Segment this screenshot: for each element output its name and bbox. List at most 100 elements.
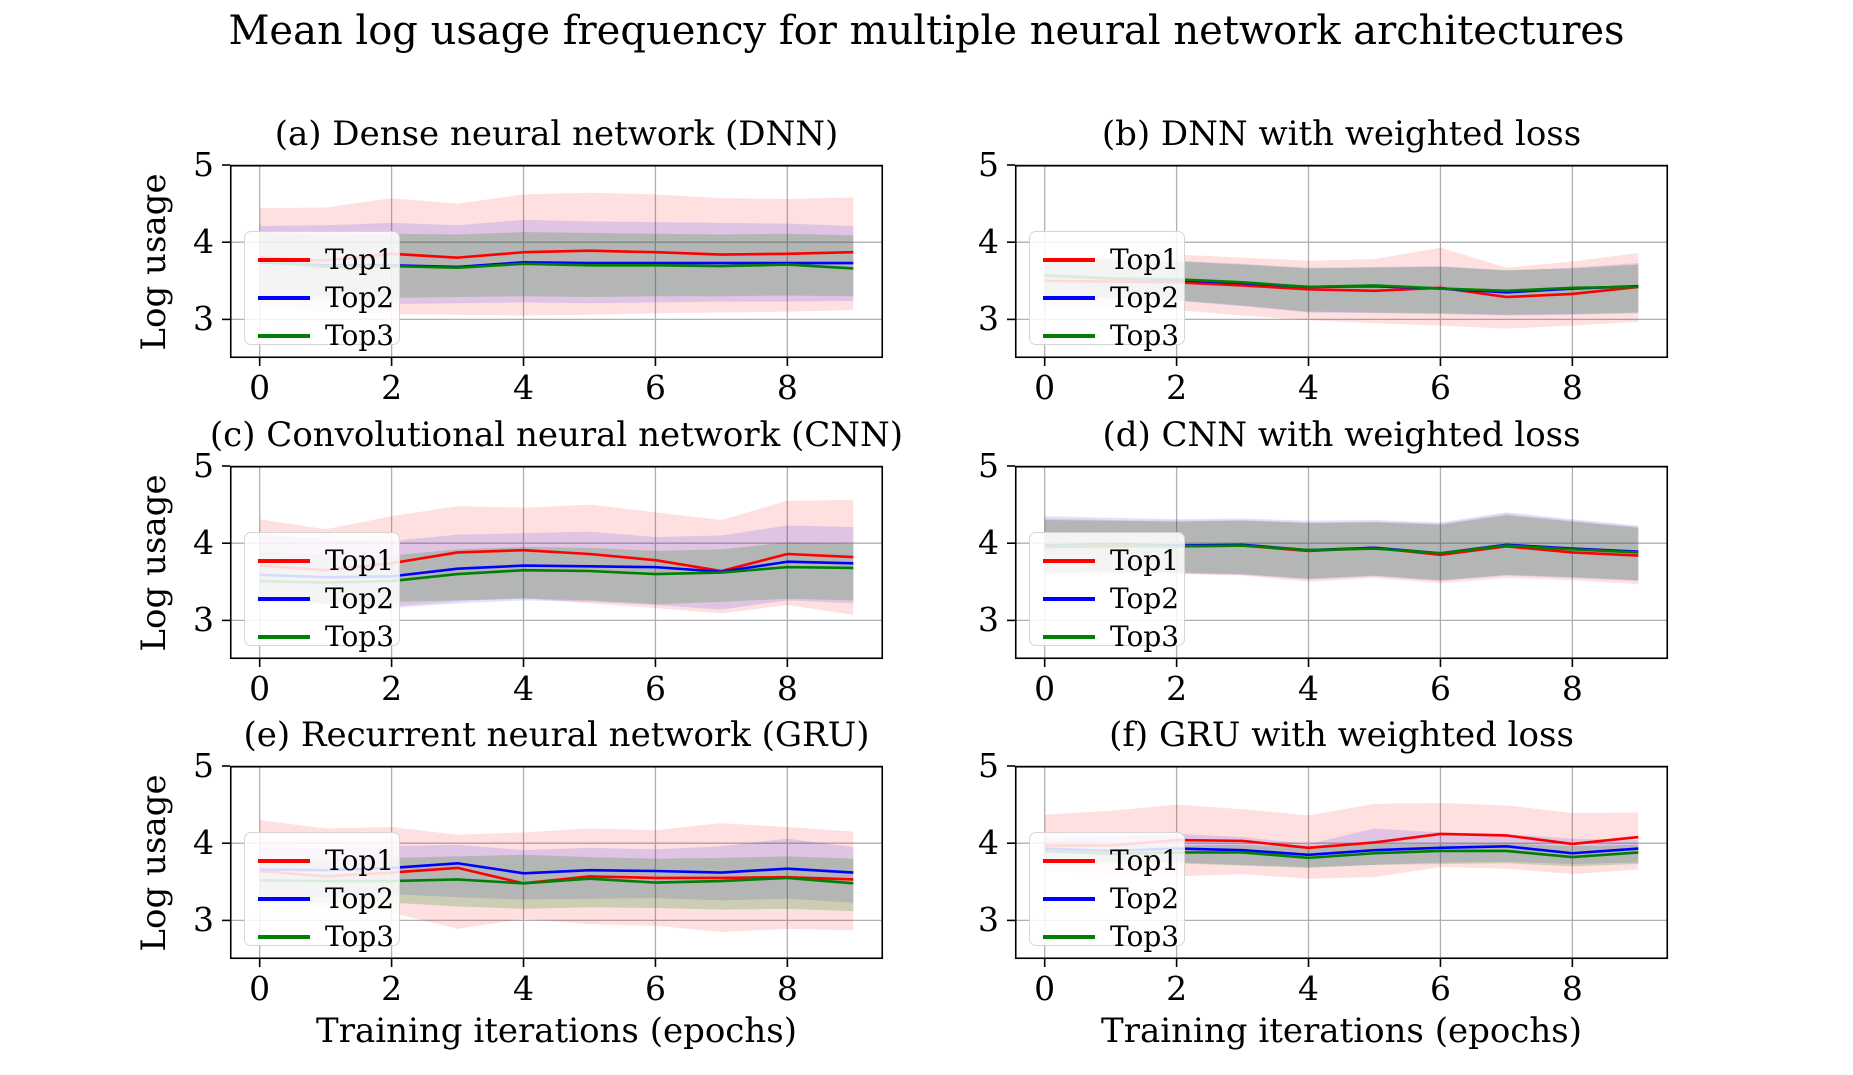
top2-legend-line-swatch	[1043, 597, 1095, 601]
x-tick-label: 0	[1034, 368, 1056, 407]
legend-item-top2: Top2	[258, 284, 394, 312]
y-tick-label: 3	[193, 900, 214, 940]
y-tick-label: 4	[978, 222, 999, 262]
legend-label: Top1	[1110, 243, 1180, 276]
x-axis-label-e: Training iterations (epochs)	[316, 1011, 797, 1051]
x-tick-label: 6	[644, 669, 666, 708]
x-tick-label: 2	[381, 669, 403, 708]
chart-canvas-b	[1007, 164, 1669, 366]
x-tick-label: 2	[1166, 669, 1188, 708]
legend-label: Top2	[325, 882, 395, 915]
x-tick-label: 6	[1429, 969, 1451, 1008]
top3-legend-line-swatch	[1043, 334, 1095, 338]
y-tick-label: 5	[193, 145, 214, 184]
legend-item-top2: Top2	[258, 585, 394, 613]
y-tick-label: 4	[978, 523, 999, 563]
legend-label: Top2	[1110, 582, 1180, 615]
y-axis-label-e: Log usage	[134, 773, 174, 952]
band-top2	[259, 525, 854, 610]
legend-label: Top3	[1110, 620, 1180, 653]
legend-label: Top1	[325, 844, 395, 877]
y-tick-label: 4	[193, 523, 214, 563]
x-tick-label: 4	[513, 669, 535, 708]
y-tick-label: 3	[978, 299, 999, 339]
legend-item-top1: Top1	[1043, 547, 1179, 575]
x-tick-label: 0	[249, 368, 271, 407]
x-tick-label: 8	[776, 669, 798, 708]
band-top1	[1044, 247, 1639, 329]
subplot-title-a: (a) Dense neural network (DNN)	[274, 114, 839, 154]
chart-canvas-a	[222, 164, 884, 366]
x-tick-label: 8	[1561, 969, 1583, 1008]
legend-item-top3: Top3	[1043, 623, 1179, 651]
legend-item-top2: Top2	[258, 885, 394, 913]
legend-label: Top2	[1110, 882, 1180, 915]
chart-canvas-d	[1007, 465, 1669, 667]
x-tick-label: 0	[1034, 969, 1056, 1008]
figure-title: Mean log usage frequency for multiple ne…	[228, 8, 1625, 54]
subplot-title-c: (c) Convolutional neural network (CNN)	[209, 415, 904, 455]
band-top1	[259, 192, 854, 316]
top2-legend-line-swatch	[258, 296, 310, 300]
legend-item-top1: Top1	[258, 246, 394, 274]
x-tick-label: 4	[1298, 669, 1320, 708]
x-tick-label: 6	[1429, 669, 1451, 708]
y-tick-label: 4	[193, 823, 214, 863]
x-tick-label: 8	[1561, 669, 1583, 708]
top3-legend-line-swatch	[258, 935, 310, 939]
chart-canvas-c	[222, 465, 884, 667]
x-tick-label: 0	[1034, 669, 1056, 708]
x-tick-label: 2	[1166, 368, 1188, 407]
top1-legend-line-swatch	[258, 559, 310, 563]
y-tick-label: 5	[193, 746, 214, 785]
band-top1	[259, 499, 854, 615]
top1-legend-line-swatch	[1043, 258, 1095, 262]
top3-legend-line-swatch	[258, 635, 310, 639]
legend-label: Top1	[325, 544, 395, 577]
subplot-title-f: (f) GRU with weighted loss	[1109, 715, 1574, 755]
top3-legend-line-swatch	[1043, 635, 1095, 639]
legend-label: Top3	[325, 920, 395, 953]
subplot-title-e: (e) Recurrent neural network (GRU)	[243, 715, 870, 755]
legend-item-top2: Top2	[1043, 284, 1179, 312]
x-tick-label: 2	[381, 969, 403, 1008]
x-tick-label: 6	[1429, 368, 1451, 407]
chart-canvas-f	[1007, 765, 1669, 967]
band-top3	[259, 542, 854, 605]
x-tick-label: 8	[776, 969, 798, 1008]
legend-label: Top1	[325, 243, 395, 276]
x-tick-label: 0	[249, 669, 271, 708]
legend-label: Top3	[1110, 319, 1180, 352]
legend-item-top2: Top2	[1043, 585, 1179, 613]
chart-canvas-e	[222, 765, 884, 967]
subplot-c: (c) Convolutional neural network (CNN) 3 4…	[134, 416, 903, 708]
legend-label: Top3	[1110, 920, 1180, 953]
y-tick-label: 3	[193, 299, 214, 339]
legend-item-top1: Top1	[1043, 847, 1179, 875]
x-tick-label: 4	[513, 969, 535, 1008]
legend-label: Top2	[325, 281, 395, 314]
y-tick-label: 3	[193, 600, 214, 640]
legend-item-top3: Top3	[1043, 923, 1179, 951]
x-axis-label-f: Training iterations (epochs)	[1101, 1011, 1582, 1051]
x-tick-label: 0	[249, 969, 271, 1008]
legend-item-top3: Top3	[258, 623, 394, 651]
y-axis-label-c: Log usage	[134, 473, 174, 652]
legend-label: Top2	[325, 582, 395, 615]
x-tick-label: 6	[644, 969, 666, 1008]
top1-legend-line-swatch	[1043, 859, 1095, 863]
x-tick-label: 8	[776, 368, 798, 407]
y-axis-label-a: Log usage	[134, 172, 174, 351]
y-tick-label: 5	[978, 746, 999, 785]
legend-label: Top1	[1110, 544, 1180, 577]
subplot-title-d: (d) CNN with weighted loss	[1102, 415, 1581, 455]
